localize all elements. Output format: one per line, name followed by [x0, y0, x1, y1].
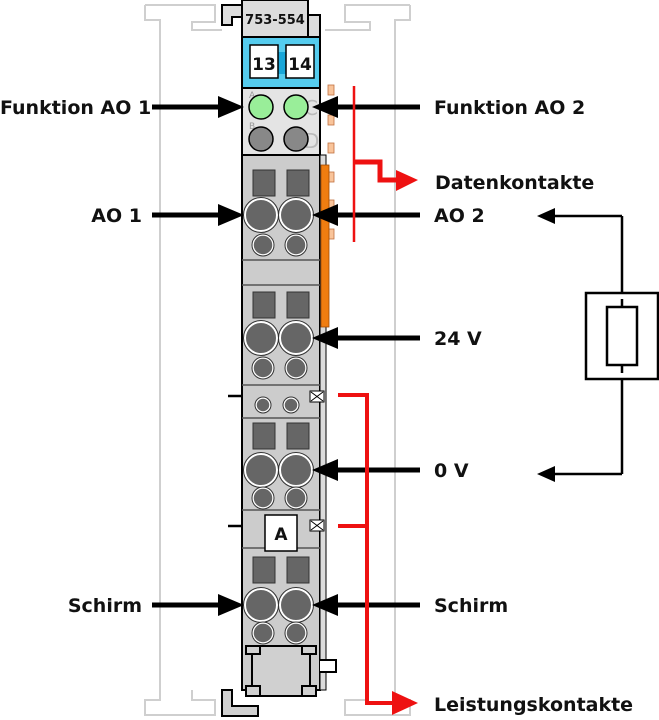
arrow-datenkontakte	[396, 170, 418, 191]
arrow-ao2	[312, 204, 338, 226]
power-jumper-rail	[320, 164, 330, 328]
arrow-schirm-right	[312, 594, 338, 616]
load-resistor	[605, 305, 639, 367]
terminal-number-13: 13	[252, 55, 276, 75]
label-leistungskontakte: Leistungskontakte	[434, 694, 633, 716]
arrow-schirm-left	[218, 594, 244, 616]
clamp-schirm-left[interactable]	[244, 588, 278, 622]
label-ao1: AO 1	[91, 205, 142, 227]
release-slot-ao2[interactable]	[286, 169, 310, 197]
led-letter-a: A	[249, 91, 256, 101]
load-circuit	[537, 208, 659, 482]
arrow-load-top	[537, 208, 555, 224]
release-slot-ao1[interactable]	[252, 169, 276, 197]
terminal-number-13-box	[249, 44, 279, 79]
terminal-number-14: 14	[288, 55, 312, 75]
arrow-ao1	[218, 204, 244, 226]
arrow-load-bottom	[537, 466, 555, 482]
terminal-marker-section: 13 14	[241, 36, 321, 89]
label-funktion-ao1: Funktion AO 1	[0, 97, 151, 119]
led-function-ao2	[283, 94, 309, 120]
data-contacts	[327, 84, 335, 240]
clamp-24v[interactable]	[279, 321, 313, 355]
label-schirm-right: Schirm	[434, 595, 508, 617]
led-section: A B C D	[241, 87, 321, 156]
clamp-schirm-right[interactable]	[279, 588, 313, 622]
led-letter-b: B	[249, 122, 255, 132]
label-24v: 24 V	[434, 328, 482, 350]
terminal-number-14-box	[285, 44, 315, 79]
label-datenkontakte: Datenkontakte	[435, 172, 594, 194]
module-bottom-foot	[221, 645, 337, 717]
terminal-group-0v	[243, 422, 314, 510]
arrow-24v	[312, 327, 338, 349]
part-number-text: 753-554	[245, 13, 305, 28]
clamp-0v[interactable]	[279, 453, 313, 487]
load-shield-box	[584, 291, 659, 381]
label-funktion-ao2: Funktion AO 2	[434, 97, 585, 119]
arrow-funktion-ao2	[312, 96, 338, 118]
label-0v: 0 V	[434, 460, 469, 482]
arrow-0v	[312, 459, 338, 481]
label-schirm-left: Schirm	[68, 595, 142, 617]
led-b	[248, 126, 274, 152]
module-top-cap: 753-554	[221, 0, 321, 38]
label-ao2: AO 2	[434, 205, 485, 227]
terminal-group-24v	[243, 291, 314, 380]
jumper-sockets	[228, 390, 325, 532]
power-contacts-indicator	[338, 393, 418, 715]
arrow-leistungskontakte	[392, 691, 418, 715]
marker-tag-label: A	[274, 525, 288, 545]
callout-arrows	[152, 96, 420, 616]
marker-tag	[264, 514, 298, 552]
data-contacts-indicator	[352, 86, 418, 242]
led-function-ao1	[248, 94, 274, 120]
arrow-funktion-ao1	[218, 96, 244, 118]
part-number-plate	[241, 0, 309, 38]
terminal-group-schirm	[243, 556, 314, 645]
terminal-group-ao	[243, 169, 314, 257]
led-d	[283, 126, 309, 152]
